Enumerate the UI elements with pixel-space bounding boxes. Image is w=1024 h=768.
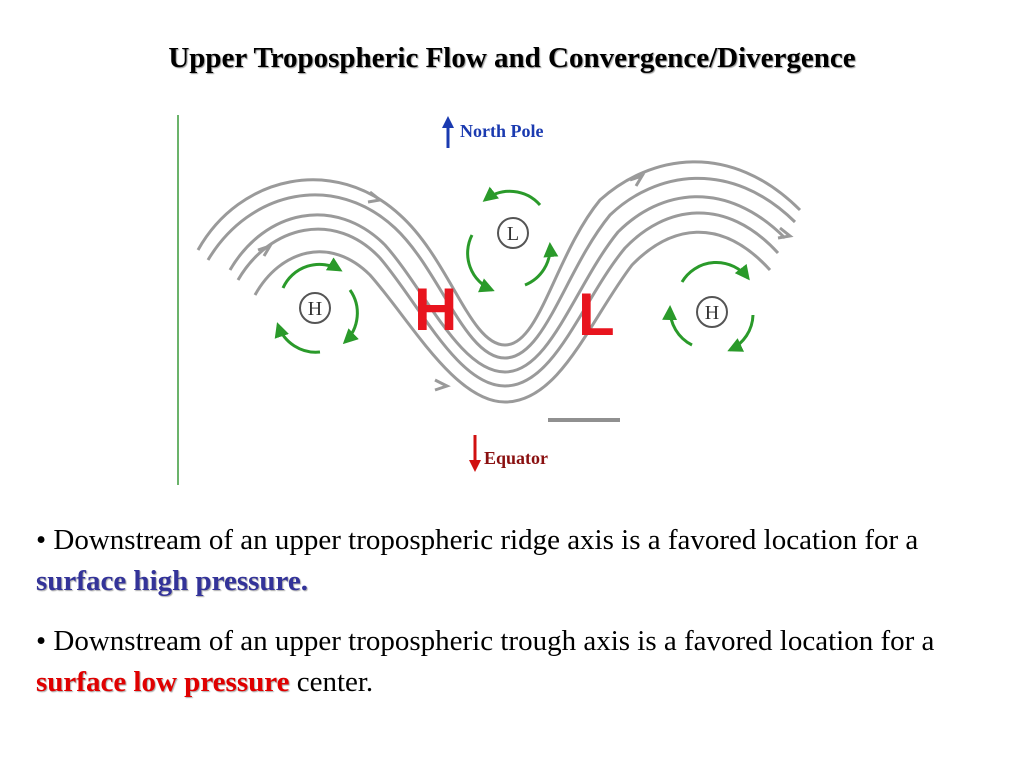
bullet-list: • Downstream of an upper tropospheric ri…	[36, 520, 996, 722]
clockwise-arrow-icon	[281, 257, 343, 289]
streamlines	[196, 160, 802, 404]
left-high-circle-label: H	[308, 298, 322, 320]
trough-low-label: L	[578, 281, 615, 348]
bullet-trough: • Downstream of an upper tropospheric tr…	[36, 621, 996, 703]
equator-label: Equator	[484, 448, 548, 468]
counterclockwise-arrow-icon	[524, 242, 559, 287]
counterclockwise-arrow-icon	[482, 186, 542, 207]
bullet-ridge: • Downstream of an upper tropospheric ri…	[36, 520, 996, 602]
upper-low-circulation: L	[466, 186, 559, 293]
bullet-trough-text: • Downstream of an upper tropospheric tr…	[36, 625, 935, 657]
bullet-trough-tail: center.	[289, 666, 374, 698]
bullet-ridge-text: • Downstream of an upper tropospheric ri…	[36, 524, 919, 556]
clockwise-arrow-icon	[342, 289, 359, 345]
north-pole-indicator: North Pole	[442, 116, 543, 148]
equator-indicator: Equator	[469, 435, 548, 472]
clockwise-arrow-icon	[680, 260, 750, 283]
surface-low-highlight: surface low pressure	[36, 666, 290, 698]
right-high-circulation: H	[662, 260, 755, 352]
clockwise-arrow-icon	[662, 305, 693, 347]
upper-low-circle-label: L	[507, 223, 519, 245]
north-pole-label: North Pole	[460, 121, 543, 141]
ridge-high-label: H	[414, 276, 457, 343]
clockwise-arrow-icon	[274, 322, 321, 354]
clockwise-arrow-icon	[727, 314, 755, 352]
right-high-circle-label: H	[705, 302, 719, 324]
slide-title: Upper Tropospheric Flow and Convergence/…	[168, 42, 856, 74]
streamline-arrowheads	[257, 173, 794, 392]
flow-diagram: North Pole Equator H L H L H	[177, 115, 802, 485]
left-high-circulation: H	[274, 257, 359, 354]
surface-high-highlight: surface high pressure.	[36, 565, 309, 597]
counterclockwise-arrow-icon	[466, 234, 495, 293]
